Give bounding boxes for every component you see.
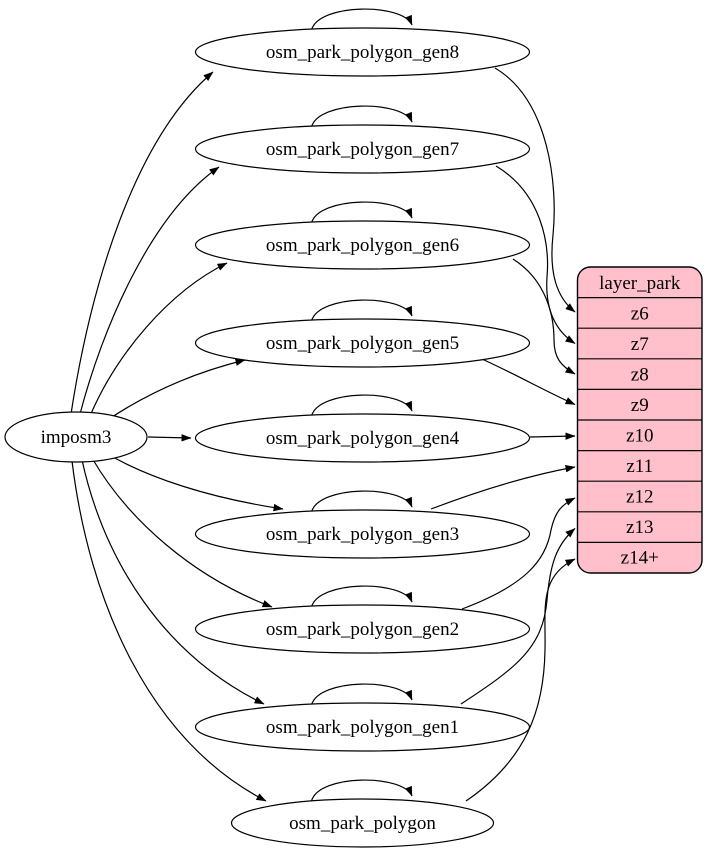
edge-gen2-z12 bbox=[461, 497, 576, 610]
gen7-ellipse bbox=[194, 124, 531, 174]
self-loop-gen7 bbox=[310, 105, 413, 128]
layer-park-header: layer_park bbox=[599, 273, 681, 294]
gen1-label: osm_park_polygon_gen1 bbox=[266, 717, 459, 738]
imposm3-ellipse bbox=[4, 411, 148, 463]
edge-imposm3-gen6 bbox=[89, 262, 228, 417]
self-loop-polygon bbox=[310, 779, 413, 802]
gen6-label: osm_park_polygon_gen6 bbox=[266, 235, 459, 256]
node-osm-park-polygon: osm_park_polygon bbox=[230, 798, 495, 848]
layer-park-row-z8: z8 bbox=[631, 365, 649, 386]
edges-from-imposm3 bbox=[70, 71, 284, 802]
edge-imposm3-gen4 bbox=[147, 434, 192, 442]
gen1-ellipse bbox=[194, 702, 531, 752]
edge-gen4-z10 bbox=[529, 432, 576, 440]
gen8-ellipse bbox=[194, 27, 531, 77]
polygon-ellipse bbox=[230, 798, 495, 848]
node-osm-park-polygon-gen8: osm_park_polygon_gen8 bbox=[194, 27, 531, 77]
gen7-label: osm_park_polygon_gen7 bbox=[266, 139, 459, 160]
layer-park-row-z11: z11 bbox=[626, 456, 653, 477]
node-osm-park-polygon-gen5: osm_park_polygon_gen5 bbox=[194, 318, 531, 368]
self-loops bbox=[310, 8, 413, 802]
layer-park-row-z7: z7 bbox=[631, 334, 649, 355]
node-imposm3: imposm3 bbox=[4, 411, 148, 463]
gen5-label: osm_park_polygon_gen5 bbox=[266, 333, 459, 354]
node-osm-park-polygon-gen1: osm_park_polygon_gen1 bbox=[194, 702, 531, 752]
self-loop-gen5 bbox=[310, 299, 413, 322]
edges-to-layer bbox=[430, 67, 576, 802]
self-loop-gen1 bbox=[310, 683, 413, 706]
self-loop-gen3 bbox=[310, 490, 413, 513]
polygon-label: osm_park_polygon bbox=[289, 813, 436, 834]
node-osm-park-polygon-gen3: osm_park_polygon_gen3 bbox=[194, 509, 531, 559]
gen5-ellipse bbox=[194, 318, 531, 368]
edge-imposm3-gen3 bbox=[105, 452, 284, 512]
edge-imposm3-gen7 bbox=[79, 166, 220, 415]
layer-park-row-z9: z9 bbox=[631, 395, 649, 416]
self-loop-gen6 bbox=[310, 201, 413, 224]
gen3-ellipse bbox=[194, 509, 531, 559]
layer-park-row-z14: z14+ bbox=[621, 548, 659, 569]
self-loop-gen2 bbox=[310, 585, 413, 608]
edge-gen5-z9 bbox=[481, 358, 576, 406]
gen4-label: osm_park_polygon_gen4 bbox=[266, 428, 460, 449]
node-osm-park-polygon-gen7: osm_park_polygon_gen7 bbox=[194, 124, 531, 174]
node-osm-park-polygon-gen4: osm_park_polygon_gen4 bbox=[194, 413, 531, 463]
edge-imposm3-gen1 bbox=[81, 459, 265, 705]
imposm3-label: imposm3 bbox=[41, 427, 112, 448]
edge-gen6-z8 bbox=[512, 258, 576, 375]
edge-gen8-z6 bbox=[494, 67, 576, 313]
gen8-label: osm_park_polygon_gen8 bbox=[266, 42, 459, 63]
node-osm-park-polygon-gen6: osm_park_polygon_gen6 bbox=[194, 220, 531, 270]
edge-gen3-z11 bbox=[430, 465, 576, 510]
self-loop-gen4 bbox=[310, 394, 413, 417]
layer-park-row-z13: z13 bbox=[626, 517, 653, 538]
gen2-ellipse bbox=[194, 604, 531, 654]
node-osm-park-polygon-gen2: osm_park_polygon_gen2 bbox=[194, 604, 531, 654]
layer-park-row-z10: z10 bbox=[626, 426, 653, 447]
gen3-label: osm_park_polygon_gen3 bbox=[266, 524, 459, 545]
edge-imposm3-gen8 bbox=[70, 71, 214, 415]
self-loop-gen8 bbox=[310, 8, 413, 31]
edge-imposm3-gen5 bbox=[105, 358, 246, 422]
gen4-ellipse bbox=[194, 413, 531, 463]
gen2-label: osm_park_polygon_gen2 bbox=[266, 619, 459, 640]
edge-imposm3-polygon bbox=[71, 460, 267, 802]
edge-polygon-z14 bbox=[465, 558, 576, 802]
layer-park-row-z6: z6 bbox=[631, 304, 649, 325]
edge-gen1-z13 bbox=[460, 528, 576, 705]
edge-gen7-z7 bbox=[495, 165, 576, 345]
layer-park-row-z12: z12 bbox=[626, 487, 653, 508]
gen6-ellipse bbox=[194, 220, 531, 270]
edge-imposm3-gen2 bbox=[91, 457, 273, 608]
layer-park-node: layer_park z6 z7 z8 z9 z10 z11 z12 z13 z… bbox=[576, 266, 703, 574]
